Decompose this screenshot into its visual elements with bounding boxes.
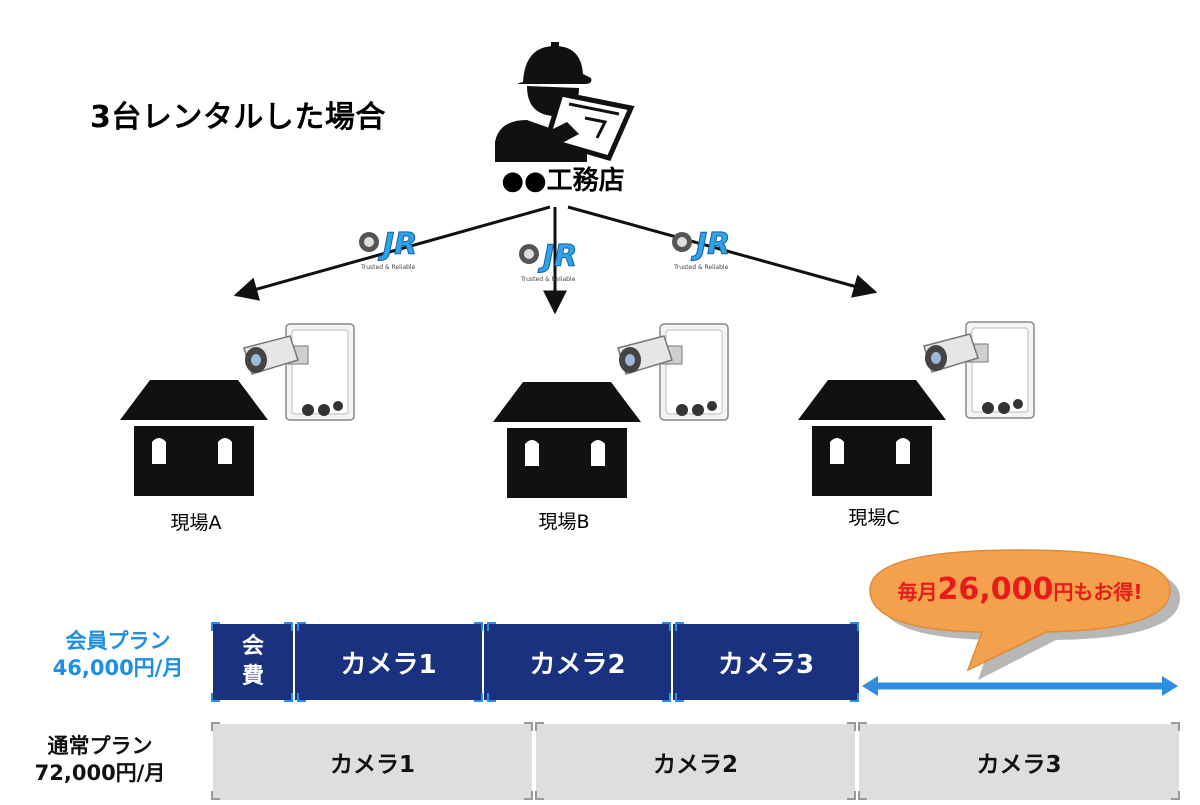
normal-camera-3-segment: カメラ3 (859, 724, 1179, 800)
jr-logo: JR Trusted & Reliable (355, 222, 437, 272)
member-camera-2-segment: カメラ2 (484, 624, 671, 700)
member-camera-3-segment: カメラ3 (673, 624, 859, 700)
jr-logo: JR Trusted & Reliable (668, 222, 750, 272)
fee-label-1: 会 (241, 634, 264, 659)
diagram-title: 3台レンタルした場合 (90, 100, 386, 135)
membership-fee-segment: 会 費 (213, 624, 293, 700)
savings-suffix: 円もお得! (1053, 580, 1143, 604)
jr-logo-tagline: Trusted & Reliable (520, 276, 576, 283)
fee-label-2: 費 (241, 664, 264, 689)
jr-logo-text: JR (538, 239, 577, 274)
jr-logo-text: JR (691, 227, 730, 262)
savings-message: 毎月26,000円もお得! (872, 572, 1168, 607)
construction-worker-icon (495, 42, 635, 162)
member-plan-label: 会員プラン 46,000円/月 (18, 628, 218, 682)
normal-plan-label: 通常プラン 72,000円/月 (0, 733, 200, 787)
normal-plan-price: 72,000円/月 (34, 761, 166, 785)
savings-amount: 26,000 (937, 572, 1054, 607)
jr-logo-tagline: Trusted & Reliable (673, 264, 729, 271)
member-plan-name: 会員プラン (65, 629, 171, 653)
jr-logo-text: JR (378, 227, 417, 262)
house-icon (120, 380, 268, 496)
arrow-to-site-c (567, 205, 878, 298)
member-camera-1-segment: カメラ1 (295, 624, 482, 700)
arrow-to-site-a (233, 205, 551, 301)
jr-logo-tagline: Trusted & Reliable (360, 264, 416, 271)
member-plan-price: 46,000円/月 (52, 656, 184, 680)
normal-bar-brackets (211, 722, 1180, 800)
normal-camera-2-segment: カメラ2 (536, 724, 855, 800)
site-label-c: 現場C (848, 507, 900, 529)
site-label-b: 現場B (538, 511, 590, 533)
savings-speech-bubble (869, 549, 1180, 680)
security-camera-icon (243, 323, 355, 421)
house-icon (798, 380, 946, 496)
normal-camera-1-segment: カメラ1 (213, 724, 532, 800)
member-bar-brackets (211, 622, 859, 702)
house-icon (493, 382, 641, 498)
normal-plan-name: 通常プラン (47, 734, 153, 758)
savings-range-arrow (862, 676, 1178, 696)
security-camera-icon (617, 323, 729, 421)
savings-prefix: 毎月 (897, 580, 938, 604)
security-camera-icon (923, 321, 1035, 419)
company-name: ●●工務店 (501, 166, 625, 196)
distribution-arrows (233, 205, 878, 315)
site-label-a: 現場A (170, 512, 222, 534)
jr-logo: JR Trusted & Reliable (515, 234, 597, 284)
